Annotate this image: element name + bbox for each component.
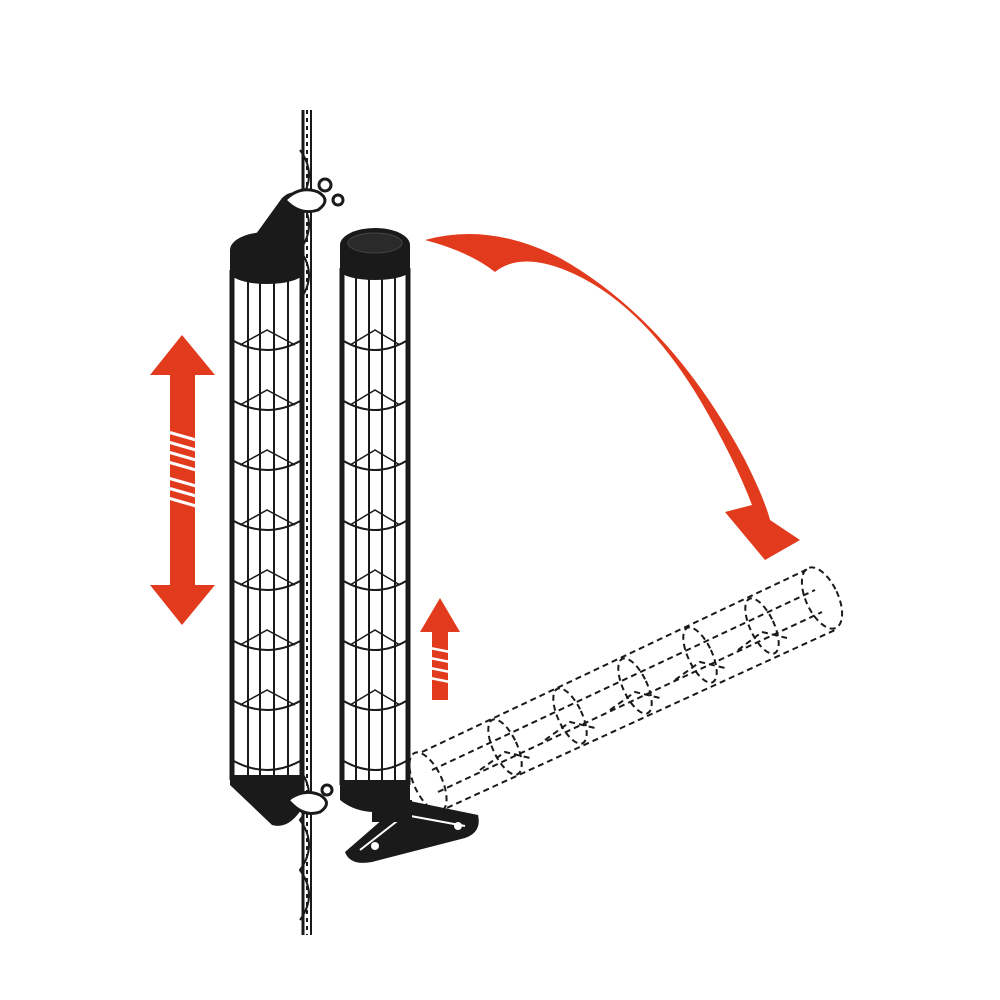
left-cylinder-body	[229, 270, 305, 780]
bottom-clamp	[285, 783, 334, 815]
middle-cylinder	[339, 228, 479, 863]
middle-cylinder-body	[339, 268, 411, 785]
left-cylinder	[229, 177, 345, 826]
left-bottom-cap	[230, 775, 304, 826]
up-down-arrow	[150, 335, 215, 625]
up-arrow	[420, 598, 460, 700]
swing-arc-arrow	[425, 234, 800, 560]
tilted-cylinder-ghost	[408, 566, 844, 813]
top-clamp	[282, 177, 345, 214]
